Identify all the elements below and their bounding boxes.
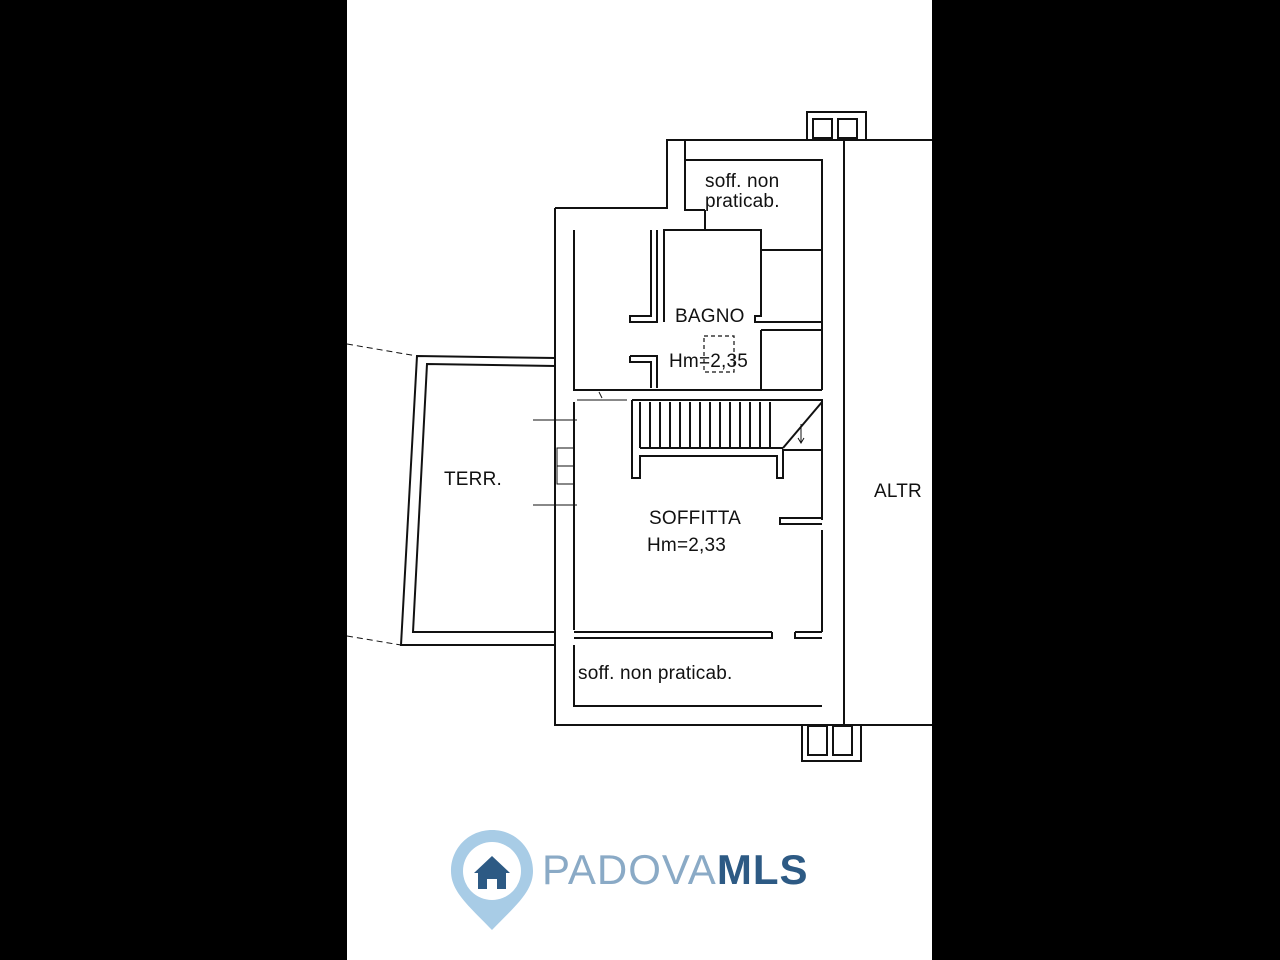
label-soffitta-height: Hm=2,33 bbox=[647, 535, 727, 556]
label-soff-bottom: soff. non praticab. bbox=[578, 663, 733, 684]
label-bagno: BAGNO bbox=[675, 306, 745, 327]
logo-part2: MLS bbox=[716, 846, 809, 893]
label-soff-top-line1: soff. non bbox=[705, 171, 780, 192]
house-pin-icon bbox=[451, 830, 533, 930]
chimney-top bbox=[806, 111, 867, 141]
stair bbox=[631, 399, 823, 479]
wall-bagno bbox=[627, 230, 822, 391]
label-soff-top-line2: praticab. bbox=[705, 191, 780, 212]
wall-soff-top bbox=[684, 140, 706, 230]
label-bagno-height: Hm=2,35 bbox=[669, 351, 749, 372]
terrace bbox=[347, 343, 556, 646]
opening bbox=[533, 391, 627, 506]
party-wall bbox=[821, 139, 932, 726]
chimney-bottom bbox=[801, 724, 862, 762]
label-soffitta: SOFFITTA bbox=[649, 508, 742, 529]
label-terrace: TERR. bbox=[444, 469, 502, 490]
shower-outline bbox=[703, 335, 735, 373]
floorplan-sheet: soff. non praticab. BAGNO Hm=2,35 TERR. … bbox=[347, 0, 932, 960]
floorplan-drawing bbox=[347, 111, 932, 762]
padova-mls-logo: PADOVAMLS bbox=[542, 849, 808, 891]
wall-soffitta bbox=[574, 517, 822, 639]
logo-part1: PADOVA bbox=[542, 846, 717, 893]
label-other-unit: ALTR bbox=[874, 481, 922, 502]
